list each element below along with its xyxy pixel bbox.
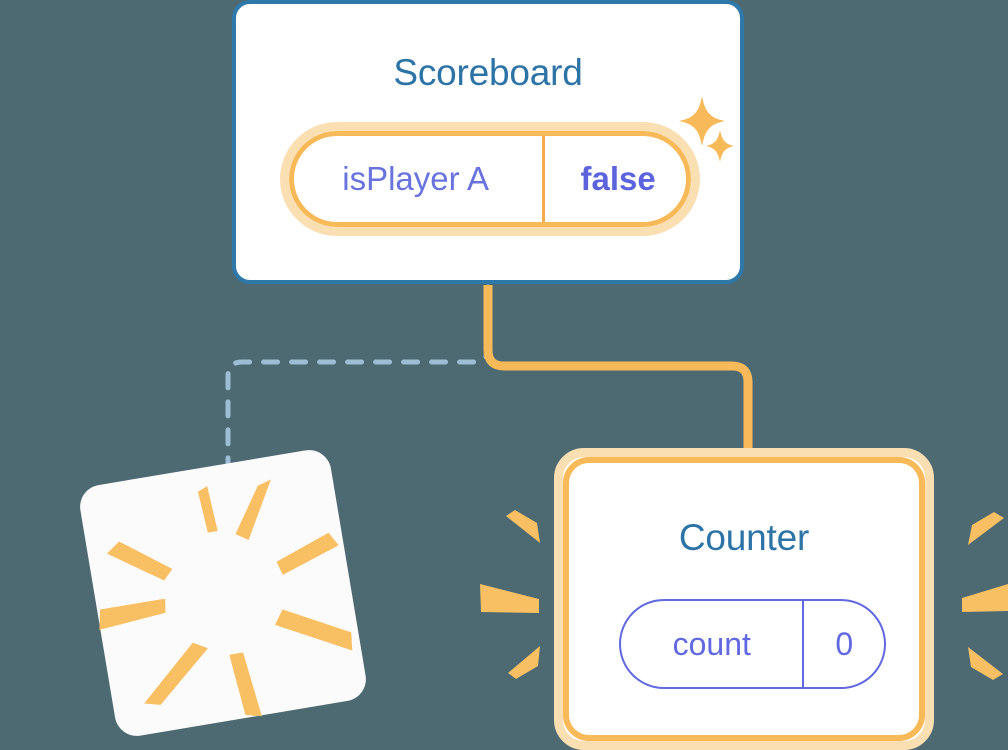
connector-solid-active: [483, 285, 753, 460]
scoreboard-state-key: isPlayer A: [342, 160, 489, 197]
scoreboard-title: Scoreboard: [393, 52, 583, 93]
node-card-counter[interactable]: Counter count 0: [554, 448, 934, 750]
scoreboard-state-pill[interactable]: isPlayer A false: [280, 122, 700, 236]
counter-title: Counter: [678, 517, 810, 558]
node-card-scoreboard[interactable]: Scoreboard isPlayer A false: [232, 0, 744, 284]
scoreboard-state-value: false: [580, 160, 656, 197]
pill-divider: [802, 601, 805, 687]
counter-state-value: 0: [835, 625, 854, 662]
counter-state-pill[interactable]: count 0: [619, 599, 886, 689]
counter-state-key: count: [672, 625, 751, 662]
pill-divider: [542, 131, 546, 227]
node-card-ghost-rotated[interactable]: [76, 446, 370, 740]
